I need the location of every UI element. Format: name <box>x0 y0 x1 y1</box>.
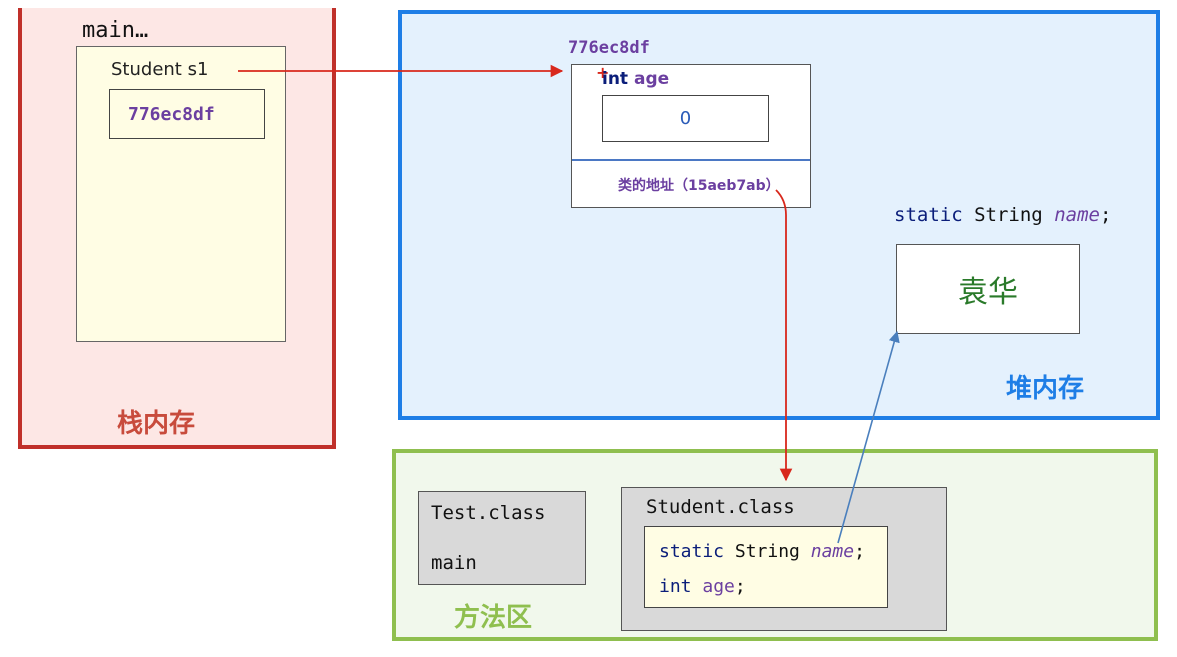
method-area-region: Test.class main Student.class static Str… <box>392 449 1158 641</box>
member1-modifier: static <box>659 541 725 562</box>
cursor-plus-icon: + <box>596 63 610 82</box>
field-value-box: 0 <box>602 95 769 142</box>
student-class-name: Student.class <box>646 496 795 518</box>
member1-name: name <box>810 541 855 562</box>
static-value-box: 袁华 <box>896 244 1080 334</box>
test-class-box: Test.class main <box>418 491 586 585</box>
member1-type: String <box>734 541 800 562</box>
student-class-members: static String name; int age; <box>644 526 888 608</box>
field-name: age <box>633 69 670 89</box>
member1-semicolon: ; <box>854 541 865 562</box>
member2-semicolon: ; <box>734 576 746 597</box>
static-name: name <box>1054 204 1100 226</box>
variable-value-box: 776ec8df <box>109 89 265 139</box>
static-member-declaration: static String name; <box>659 541 865 562</box>
instance-member-declaration: int age; <box>659 576 746 597</box>
main-stack-frame: Student s1 776ec8df <box>76 46 286 342</box>
object-address: 776ec8df <box>568 38 650 58</box>
test-class-name: Test.class <box>431 502 546 524</box>
static-type: String <box>974 204 1043 226</box>
static-semicolon: ; <box>1099 204 1112 226</box>
static-modifier: static <box>894 204 963 226</box>
heap-memory-region: 776ec8df + int age 0 类的地址（15aeb7ab） stat… <box>398 10 1160 420</box>
member2-type: int <box>659 576 692 597</box>
class-address-label: 类的地址（15aeb7ab） <box>618 178 780 194</box>
field-declaration: int age <box>602 69 669 89</box>
static-variable-declaration: static String name; <box>894 204 1111 226</box>
heap-memory-title: 堆内存 <box>1006 374 1085 404</box>
test-class-member: main <box>431 552 477 574</box>
stack-memory-region: main… Student s1 776ec8df 栈内存 <box>18 8 336 449</box>
student-object: + int age 0 类的地址（15aeb7ab） <box>571 63 811 208</box>
stack-memory-title: 栈内存 <box>117 409 196 439</box>
variable-label: Student s1 <box>111 59 209 80</box>
object-divider <box>572 159 810 161</box>
stack-method-label: main… <box>82 18 149 43</box>
field-type: int <box>602 69 629 89</box>
member2-name: age <box>702 576 735 597</box>
student-class-box: Student.class static String name; int ag… <box>621 487 947 631</box>
method-area-title: 方法区 <box>454 603 533 633</box>
